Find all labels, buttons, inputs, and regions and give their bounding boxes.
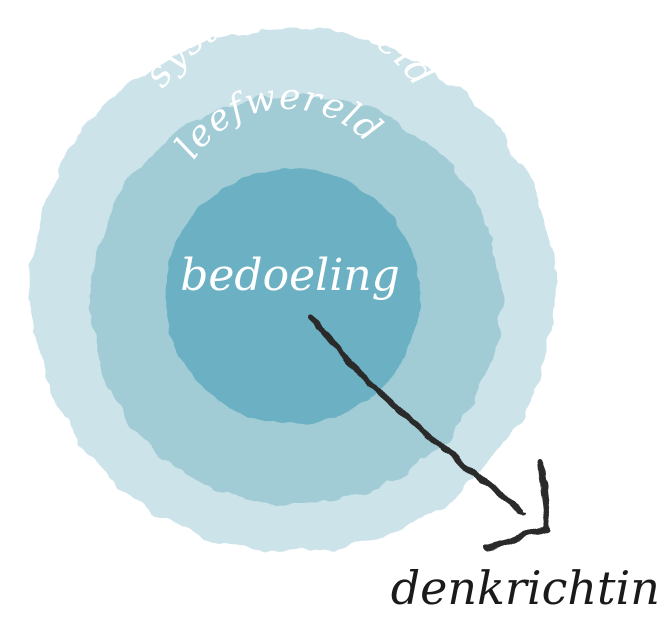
label-denkrichting: denkrichting [391,561,657,615]
label-bedoeling: bedoeling [180,250,400,301]
